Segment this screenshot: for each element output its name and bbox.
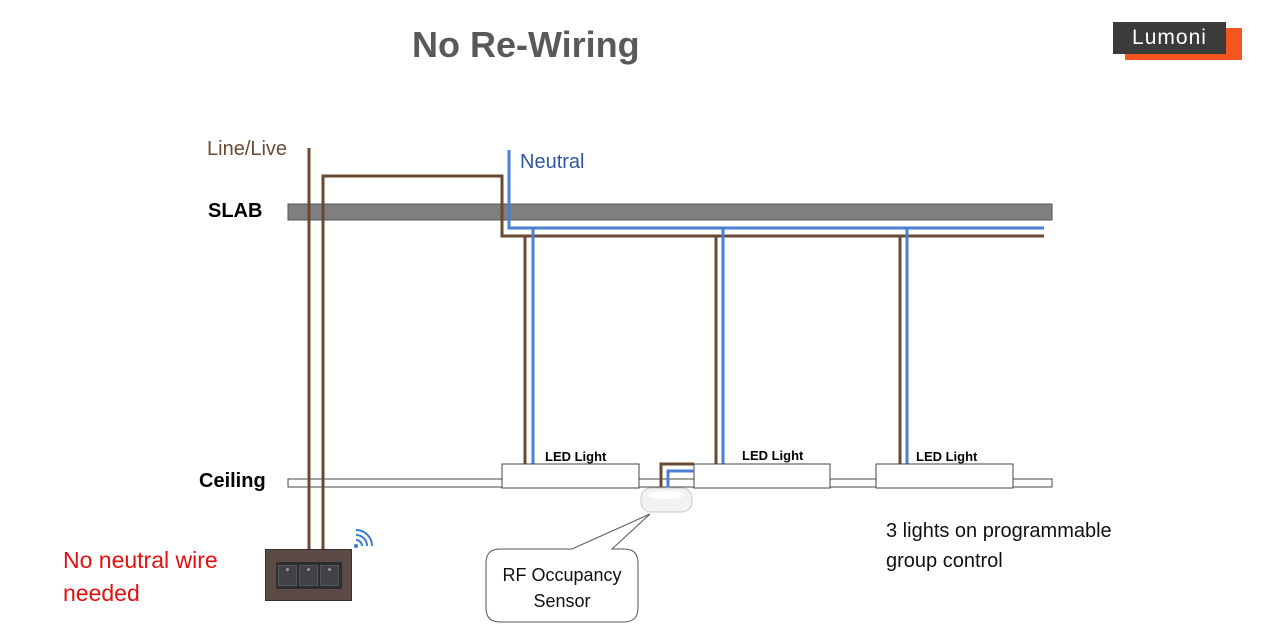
sensor-live-wire bbox=[659, 462, 694, 490]
group-control-note-line1: 3 lights on programmable bbox=[886, 520, 1112, 542]
led-light-3-label: LED Light bbox=[916, 449, 978, 464]
sensor-callout-text: RF Occupancy Sensor bbox=[487, 562, 637, 614]
occupancy-sensor-icon bbox=[640, 487, 693, 513]
group-control-note-line2: group control bbox=[886, 550, 1003, 572]
slab-bar bbox=[287, 203, 1053, 221]
led-light-2-box bbox=[693, 463, 831, 489]
sensor-label-line1: RF Occupancy bbox=[502, 565, 622, 585]
ceiling-label: Ceiling bbox=[199, 470, 266, 492]
led-light-2-label: LED Light bbox=[742, 448, 804, 463]
led-light-1-label: LED Light bbox=[545, 449, 607, 464]
wall-switch-icon[interactable] bbox=[265, 549, 352, 601]
neutral-wire bbox=[507, 150, 1044, 230]
page-title: No Re-Wiring bbox=[412, 24, 640, 65]
lumoni-logo: Lumoni bbox=[1113, 22, 1243, 60]
ceiling-bar bbox=[287, 478, 1053, 488]
led-light-3-box bbox=[875, 463, 1014, 489]
line-live-label: Line/Live bbox=[207, 138, 288, 160]
logo-text: Lumoni bbox=[1113, 22, 1226, 54]
sensor-neutral-wire bbox=[666, 469, 694, 490]
switched-live-wire bbox=[321, 174, 1044, 550]
no-neutral-note-line2: needed bbox=[63, 580, 140, 606]
sensor-callout bbox=[485, 513, 651, 623]
slab-label: SLAB bbox=[208, 200, 263, 222]
led-light-1-box bbox=[501, 463, 640, 489]
no-neutral-note-line1: No neutral wire bbox=[63, 547, 218, 573]
switch-button-3[interactable] bbox=[320, 565, 339, 586]
sensor-label-line2: Sensor bbox=[533, 591, 591, 611]
neutral-label: Neutral bbox=[520, 151, 585, 173]
wifi-signal-icon bbox=[354, 529, 373, 548]
switch-plate bbox=[276, 562, 342, 589]
switch-button-2[interactable] bbox=[299, 565, 318, 586]
group-control-note: 3 lights on programmable group control bbox=[886, 516, 1112, 576]
no-neutral-note: No neutral wire needed bbox=[63, 544, 218, 610]
switch-button-1[interactable] bbox=[278, 565, 297, 586]
